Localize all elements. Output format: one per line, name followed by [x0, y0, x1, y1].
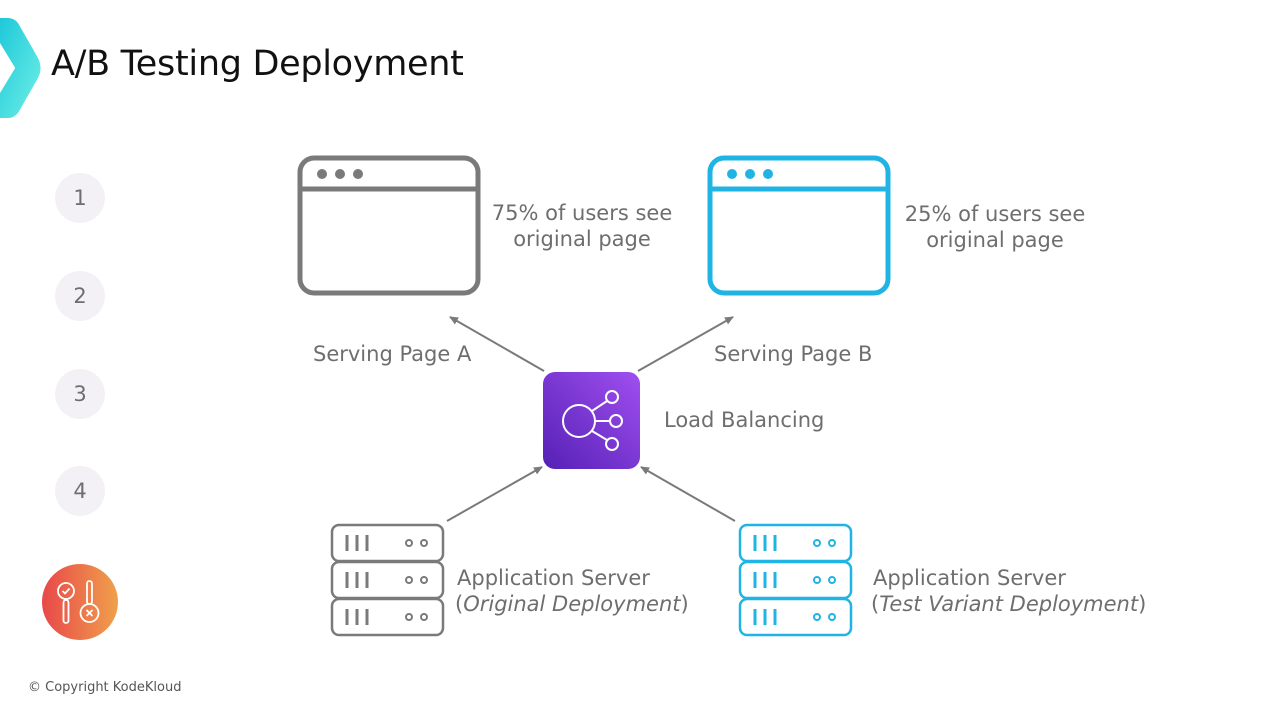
load-balancing-label: Load Balancing [664, 408, 825, 432]
server-original-variant: Original Deployment [463, 592, 681, 616]
arrow-lb-to-page-a [449, 316, 545, 372]
paren-open: ( [871, 592, 880, 616]
load-balancer-icon [543, 372, 640, 469]
server-test-variant: Test Variant Deployment [879, 592, 1139, 616]
server-test-title: Application Server [873, 566, 1066, 590]
step-2-button[interactable]: 2 [55, 271, 105, 321]
accent-chevron-icon [0, 18, 41, 118]
page-a-caption-line2: original page [513, 227, 651, 251]
page-b-caption: 25% of users see original page [895, 201, 1095, 253]
paren-close: ) [680, 592, 689, 616]
arrow-lb-to-page-b [637, 316, 734, 372]
copyright-text: © Copyright KodeKloud [28, 680, 182, 695]
arrow-server-test-to-lb [640, 466, 736, 522]
serving-page-a-label: Serving Page A [313, 342, 472, 366]
server-original-label: Application Server (Original Deployment) [455, 565, 689, 617]
page-b-caption-line1: 25% of users see [904, 202, 1086, 226]
server-original-icon [330, 523, 445, 637]
arrow-server-original-to-lb [446, 466, 543, 522]
browser-window-b-icon [707, 155, 891, 296]
step-1-button[interactable]: 1 [55, 173, 105, 223]
ab-test-badge-icon [42, 564, 118, 640]
page-a-caption: 75% of users see original page [482, 200, 682, 252]
paren-open: ( [455, 592, 464, 616]
page-a-caption-line1: 75% of users see [491, 201, 673, 225]
page-b-caption-line2: original page [926, 228, 1064, 252]
server-original-title: Application Server [457, 566, 650, 590]
slide-title: A/B Testing Deployment [51, 44, 464, 84]
browser-window-a-icon [297, 155, 481, 296]
paren-close: ) [1138, 592, 1147, 616]
server-test-icon [738, 523, 853, 637]
step-3-button[interactable]: 3 [55, 369, 105, 419]
step-4-button[interactable]: 4 [55, 466, 105, 516]
serving-page-b-label: Serving Page B [714, 342, 873, 366]
server-test-label: Application Server (Test Variant Deploym… [871, 565, 1147, 617]
